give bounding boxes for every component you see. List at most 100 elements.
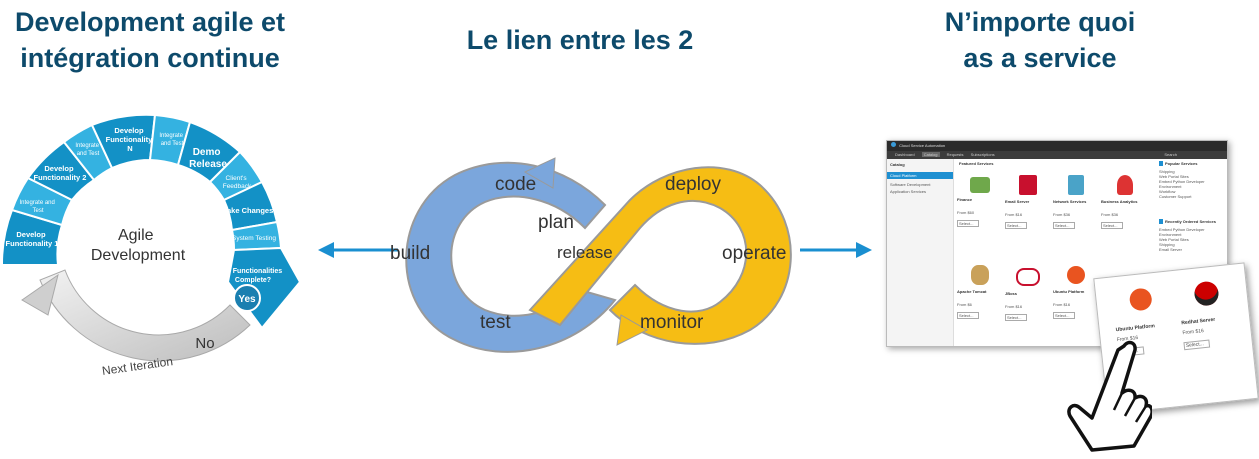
zoom-card[interactable]: Redhat Server From $16 Select... xyxy=(1177,279,1239,351)
label-feedback: Client's Feedback xyxy=(223,175,252,190)
heading-aas-line1: N’importe quoi xyxy=(944,7,1136,37)
card-name: Finance xyxy=(957,197,973,202)
next-iteration-arrowhead xyxy=(21,273,59,316)
popular-item[interactable]: Embed Python Developer Environment xyxy=(1159,179,1205,189)
recent-item[interactable]: Embed Python Developer Environment xyxy=(1159,227,1205,237)
csa-search[interactable]: Search xyxy=(1164,152,1177,157)
label-demo-release: Demo Release xyxy=(189,147,227,170)
recent-item[interactable]: Shipping xyxy=(1159,242,1175,247)
catalog-card[interactable]: Finance From $60 Select... xyxy=(957,169,1002,249)
heading-agile-line2: intégration continue xyxy=(20,43,280,73)
csa-sidebar-title: Catalog xyxy=(890,162,905,167)
card-price: From $60 xyxy=(957,210,975,215)
label-integrate-1: Integrate and Test xyxy=(19,200,56,214)
card-select-button[interactable]: Select... xyxy=(1005,222,1027,229)
catalog-card[interactable]: JBoss From $16 Select... xyxy=(1005,259,1050,339)
csa-right-panel: Popular Services Shipping Web Portal Sit… xyxy=(1159,161,1223,252)
devops-build: build xyxy=(390,243,430,264)
csa-title: Cloud Service Automation xyxy=(899,143,946,148)
heading-aas-line2: as a service xyxy=(963,43,1117,73)
redhat-icon xyxy=(1192,280,1220,307)
card-select-button[interactable]: Select... xyxy=(1101,222,1123,229)
card-select-button[interactable]: Select... xyxy=(1005,314,1027,321)
ubuntu-icon xyxy=(1066,266,1085,284)
jboss-icon xyxy=(1015,268,1040,286)
tab-requests[interactable]: Requests xyxy=(946,152,964,157)
heading-agile: Development agile et intégration continu… xyxy=(0,4,300,76)
card-price: From $16 xyxy=(1005,212,1023,217)
arrow-right xyxy=(800,242,872,258)
catalog-card[interactable]: Network Services From $36 Select... xyxy=(1053,169,1098,249)
tab-dashboard[interactable]: Dashboard xyxy=(895,152,915,157)
catalog-card[interactable]: Email Server From $16 Select... xyxy=(1005,169,1050,249)
devops-monitor: monitor xyxy=(640,312,704,333)
label-make-changes: Make Changes xyxy=(221,206,274,215)
email-server-icon xyxy=(1018,175,1037,195)
sidebar-item-cloud-platform[interactable]: Cloud Platform xyxy=(887,172,953,179)
next-iteration-arc xyxy=(39,269,251,362)
heading-aas: N’importe quoi as a service xyxy=(900,4,1180,76)
card-name: Business Analytics xyxy=(1101,199,1138,204)
hand-cursor-icon xyxy=(1067,340,1152,452)
catalog-card[interactable]: Apache Tomcat From $6 Select... xyxy=(957,259,1002,339)
csa-tabbar: Dashboard Catalog Requests Subscriptions… xyxy=(887,151,1227,159)
hp-logo-icon xyxy=(891,142,896,147)
card-price: From $36 xyxy=(1053,212,1071,217)
card-select-button[interactable]: Select... xyxy=(957,312,979,319)
tab-catalog[interactable]: Catalog xyxy=(921,152,940,157)
devops-plan: plan xyxy=(538,212,574,233)
card-select-button[interactable]: Select... xyxy=(1053,222,1075,229)
popular-item[interactable]: Shipping xyxy=(1159,169,1175,174)
catalog-card[interactable]: Business Analytics From $36 Select... xyxy=(1101,169,1149,249)
devops-arrow-top xyxy=(523,157,556,189)
card-name: Apache Tomcat xyxy=(957,289,987,294)
card-price: From $16 xyxy=(1053,302,1071,307)
recent-item[interactable]: Email Server xyxy=(1159,247,1182,252)
card-name: Ubuntu Platform xyxy=(1053,289,1085,294)
sidebar-item-software-dev[interactable]: Software Development xyxy=(890,182,931,187)
popular-services-title: Popular Services xyxy=(1159,161,1223,166)
agile-center-label: Agile Development xyxy=(91,227,186,264)
csa-featured-title: Featured Services xyxy=(959,161,994,166)
agile-cycle-diagram: Agile Development Develop Functionality … xyxy=(0,113,300,378)
popular-item[interactable]: Web Portal Sites xyxy=(1159,174,1189,179)
card-price: From $6 xyxy=(957,302,972,307)
zoom-card-select[interactable]: Select... xyxy=(1183,339,1211,351)
recent-services-title: Recently Ordered Services xyxy=(1159,219,1223,224)
label-integrate-3: Integrate and Test xyxy=(159,133,184,147)
label-system-testing: System Testing xyxy=(232,235,276,242)
arrow-left xyxy=(318,242,398,258)
devops-infinity-diagram: code plan build release test deploy oper… xyxy=(390,157,792,353)
recent-item[interactable]: Web Portal Sites xyxy=(1159,237,1189,242)
tab-subscriptions[interactable]: Subscriptions xyxy=(970,152,995,157)
popular-item[interactable]: Customer Support xyxy=(1159,194,1192,199)
devops-operate: operate xyxy=(722,243,786,264)
label-integrate-2: Integrate and Test xyxy=(75,143,100,157)
devops-arrow-bottom xyxy=(616,314,649,346)
devops-code: code xyxy=(495,174,536,195)
card-name: JBoss xyxy=(1005,291,1018,296)
card-price: From $36 xyxy=(1101,212,1119,217)
yes-badge xyxy=(233,284,261,312)
label-functionality-1: Develop Functionality 1 xyxy=(6,230,59,248)
ubuntu-icon xyxy=(1128,287,1153,312)
tomcat-icon xyxy=(970,265,989,285)
devops-test: test xyxy=(480,312,511,333)
label-functionality-n: Develop Functionality N xyxy=(106,126,155,153)
devops-deploy: deploy xyxy=(665,174,721,195)
devops-release: release xyxy=(557,243,613,262)
heading-link: Le lien entre les 2 xyxy=(466,25,694,55)
card-select-button[interactable]: Select... xyxy=(957,220,979,227)
card-name: Email Server xyxy=(1005,199,1030,204)
popular-item[interactable]: Workflow xyxy=(1159,189,1176,194)
catalog-card[interactable]: Ubuntu Platform From $16 Select... xyxy=(1053,259,1098,339)
label-functionality-2: Develop Functionality 2 xyxy=(34,164,87,182)
business-analytics-icon xyxy=(1117,175,1133,195)
card-select-button[interactable]: Select... xyxy=(1053,312,1075,319)
csa-sidebar: Catalog Cloud Platform Software Developm… xyxy=(887,159,954,346)
yes-label: Yes xyxy=(238,294,256,305)
network-services-icon xyxy=(1067,175,1084,195)
heading-agile-line1: Development agile et xyxy=(14,7,286,37)
sidebar-item-app-services[interactable]: Application Services xyxy=(890,189,927,194)
finance-icon xyxy=(969,177,990,193)
